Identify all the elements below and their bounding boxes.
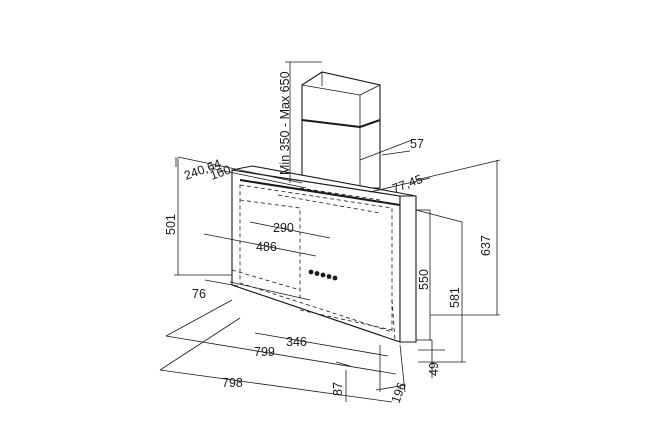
dimension-lines	[159, 61, 501, 403]
dim-87: 87	[331, 382, 345, 396]
dim-346: 346	[286, 335, 307, 349]
dim-501: 501	[164, 214, 178, 235]
hood-panel	[231, 165, 417, 343]
chimney	[301, 71, 381, 189]
dim-798: 798	[222, 376, 243, 390]
dim-77-45: 77,45	[390, 172, 424, 196]
dim-160: 160	[208, 163, 232, 183]
dim-486: 486	[256, 240, 277, 254]
dim-290: 290	[273, 221, 294, 235]
control-buttons	[308, 269, 338, 281]
dim-581: 581	[448, 287, 462, 308]
dim-76: 76	[192, 287, 206, 301]
dim-49: 49	[427, 362, 441, 376]
dim-57: 57	[410, 137, 424, 151]
hidden-lines	[231, 184, 396, 341]
dim-637: 637	[479, 235, 493, 256]
dim-196: 196	[389, 381, 409, 405]
dim-550: 550	[417, 269, 431, 290]
dim-799: 799	[254, 345, 275, 359]
dim-chimney-range: Min 350 - Max 650	[278, 71, 292, 175]
